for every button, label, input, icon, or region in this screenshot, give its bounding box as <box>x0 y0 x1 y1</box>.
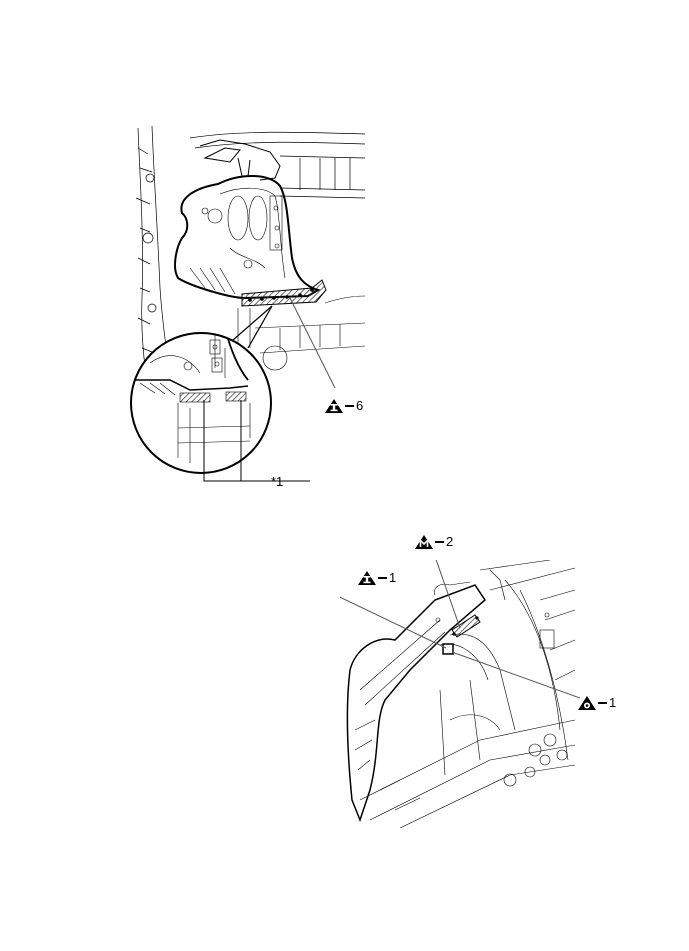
lower-figure <box>340 560 580 828</box>
dash <box>598 702 607 704</box>
triangle-i-icon <box>358 571 376 585</box>
callout-m2: 2 <box>415 535 453 549</box>
upper-figure <box>130 125 366 482</box>
callout-number: 6 <box>356 398 364 413</box>
callout-i6: 6 <box>325 399 363 413</box>
callout-number: 1 <box>389 570 397 585</box>
panel-outline <box>174 175 321 300</box>
triangle-o-icon <box>578 696 596 710</box>
dash <box>378 577 387 579</box>
detail-circle <box>130 332 272 474</box>
dash <box>435 541 444 543</box>
callout-i1: 1 <box>358 571 396 585</box>
triangle-m-icon <box>415 535 433 549</box>
weld-strip <box>241 279 327 307</box>
dash <box>345 405 354 407</box>
triangle-i-icon <box>325 399 343 413</box>
callout-star1: *1 <box>271 474 284 489</box>
callout-number: 1 <box>609 695 617 710</box>
callout-number: 2 <box>446 534 454 549</box>
callout-o1: 1 <box>578 696 616 710</box>
fender-panel <box>346 584 486 823</box>
